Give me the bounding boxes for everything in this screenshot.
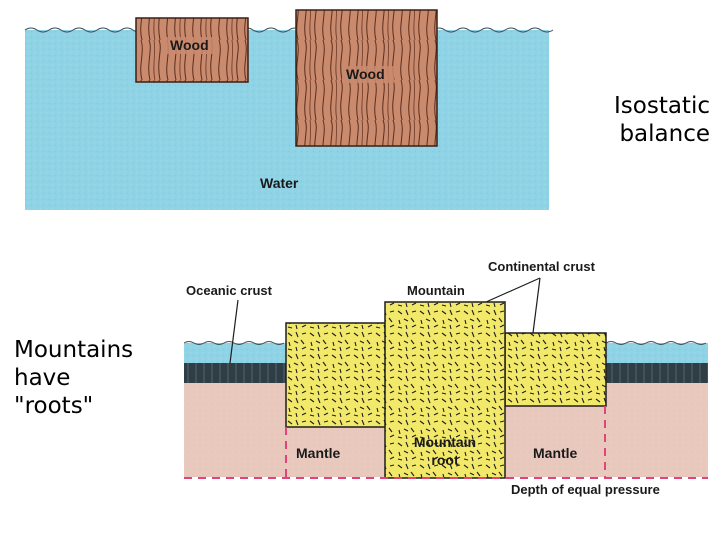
- wood-label-1: Wood: [170, 37, 209, 53]
- crust-block-left: [285, 322, 387, 428]
- label-mountain-root-2: root: [431, 452, 459, 468]
- top-diagram: Wood Wood Water: [24, 9, 554, 210]
- caption-isostatic-balance: Isostatic balance: [614, 93, 710, 147]
- label-mountain: Mountain: [407, 283, 465, 298]
- water-label: Water: [260, 175, 299, 191]
- water-surface: [24, 27, 554, 33]
- ocean-surface: [183, 341, 707, 345]
- label-depth-equal-pressure: Depth of equal pressure: [511, 482, 660, 497]
- label-mantle-right: Mantle: [533, 445, 578, 461]
- depth-lines: [184, 406, 708, 479]
- label-continental-crust: Continental crust: [488, 259, 596, 274]
- wood-label-2: Wood: [346, 66, 385, 82]
- wood-label-bg-2: [342, 66, 394, 83]
- label-oceanic-crust: Oceanic crust: [186, 283, 273, 298]
- leader-lines: [229, 277, 541, 364]
- label-mountain-root-1: Mountain: [414, 434, 476, 450]
- label-mantle-left: Mantle: [296, 445, 341, 461]
- wood-label-bg-1: [166, 37, 218, 54]
- water-body: [25, 30, 549, 210]
- bottom-diagram: Oceanic crust Mountain Continental crust…: [183, 259, 708, 497]
- caption-mountains-roots: Mountains have "roots": [14, 337, 134, 419]
- crust-block-right: [504, 332, 607, 407]
- mountain-block: [384, 301, 506, 479]
